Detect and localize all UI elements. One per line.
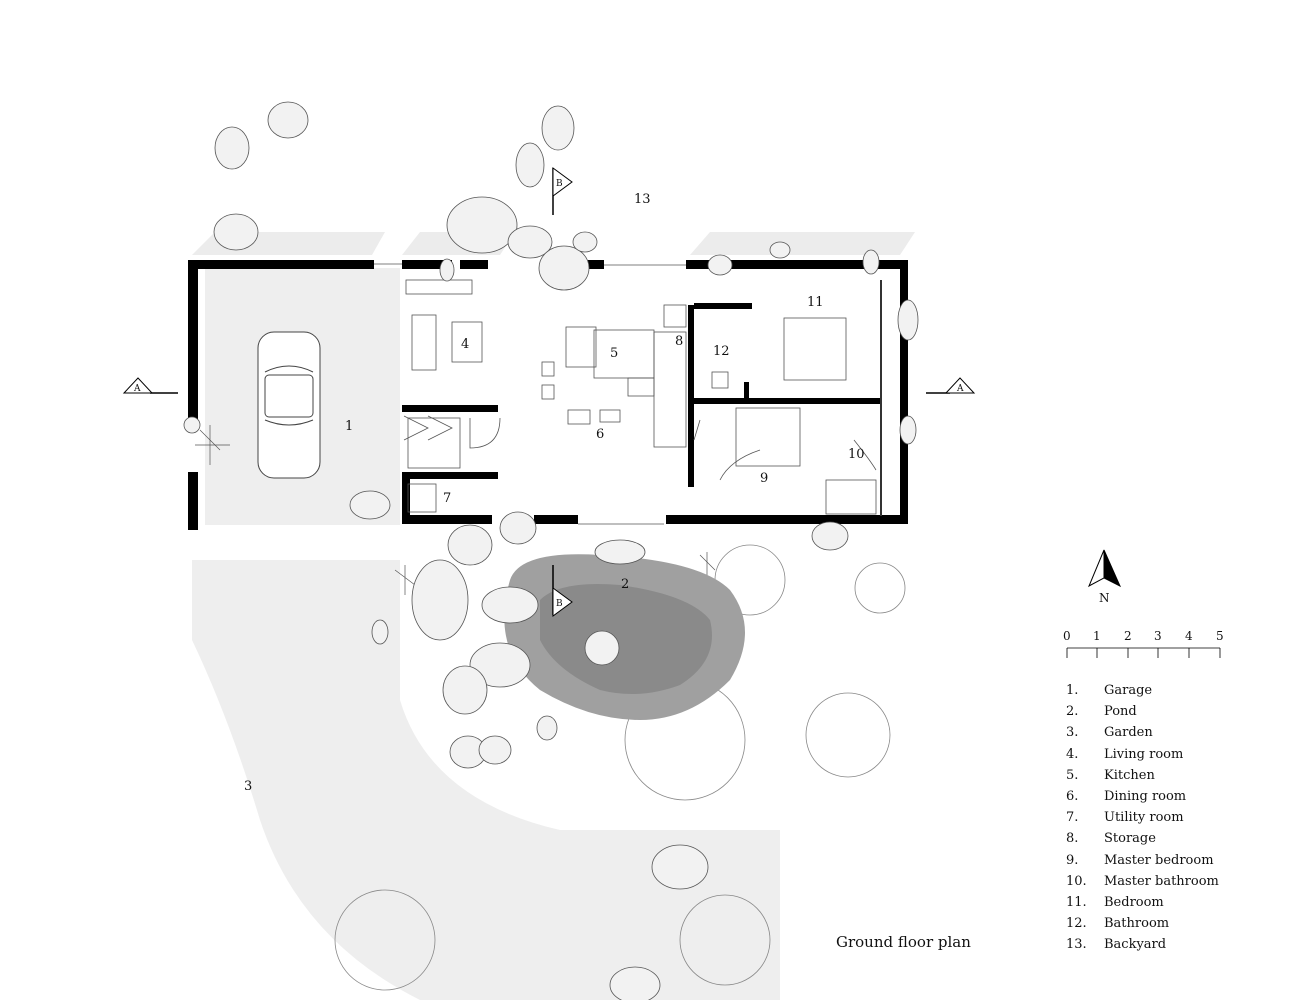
legend-row-2: 2.Pond [1066,704,1137,720]
room-label-1: 1 [345,419,353,434]
legend-row-1: 1.Garage [1066,683,1153,699]
legend-name: Kitchen [1104,767,1155,783]
pond [504,554,745,720]
legend-row-12: 12.Bathroom [1066,916,1170,932]
legend-name: Garden [1104,725,1153,741]
legend-row-11: 11.Bedroom [1066,894,1164,910]
room-legend: 1.Garage 2.Pond 3.Garden 4.Living room 5… [1066,680,1219,955]
room-labels: 1 2 3 4 5 6 7 8 9 10 11 12 13 [244,192,865,794]
legend-row-4: 4.Living room [1066,746,1184,762]
legend-name: Master bathroom [1104,873,1219,889]
drawing-title: Ground floor plan [836,933,971,951]
scale-label-5: 5 [1216,629,1224,643]
legend-row-6: 6.Dining room [1066,789,1187,805]
section-marker-b-top: B [552,167,573,215]
room-label-10: 10 [848,447,865,462]
north-label: N [1099,591,1110,605]
interior-furniture [374,263,877,525]
section-marker-a-right-label: A [956,384,964,394]
section-marker-a-left: A [122,377,178,394]
legend-row-8: 8.Storage [1066,831,1156,847]
legend-name: Dining room [1104,789,1187,805]
room-label-5: 5 [610,346,618,361]
legend-name: Storage [1104,831,1156,847]
north-arrow: N [1088,549,1122,605]
section-marker-a-right: A [926,377,976,394]
legend-row-3: 3.Garden [1066,725,1153,741]
legend-row-7: 7.Utility room [1066,810,1184,826]
building-floor [402,268,908,523]
room-label-8: 8 [675,334,683,349]
section-marker-b-top-label: B [556,179,563,189]
room-label-12: 12 [713,344,730,359]
legend-name: Utility room [1104,810,1184,826]
room-label-7: 7 [443,491,451,506]
legend-row-10: 10.Master bathroom [1066,873,1219,889]
scale-label-2: 2 [1124,629,1132,643]
north-arrow-right-icon [1103,549,1122,588]
room-label-3: 3 [244,779,252,794]
car [257,331,321,479]
legend-name: Pond [1104,704,1137,720]
scale-label-3: 3 [1154,629,1162,643]
legend-row-9: 9.Master bedroom [1066,852,1214,868]
room-label-13: 13 [634,192,651,207]
building-walls [188,260,908,530]
legend-name: Bathroom [1104,916,1170,932]
legend-row-13: 13.Backyard [1066,937,1167,953]
boulders [183,101,919,1000]
scale-label-4: 4 [1185,629,1193,643]
legend-name: Bedroom [1104,894,1164,910]
legend-name: Master bedroom [1104,852,1214,868]
scale-bar: 0 1 2 3 4 5 [1063,629,1224,658]
legend-name: Garage [1104,683,1153,699]
room-label-4: 4 [461,337,469,352]
room-label-2: 2 [621,577,629,592]
room-label-11: 11 [807,295,824,310]
shrubs [195,425,716,595]
section-marker-b-bottom-label: B [556,599,563,609]
north-arrow-left-icon [1088,549,1105,588]
legend-name: Living room [1104,746,1184,762]
scale-label-0: 0 [1063,629,1071,643]
section-marker-b-bottom: B [552,565,573,617]
scale-label-1: 1 [1093,629,1101,643]
room-label-9: 9 [760,471,768,486]
room-label-6: 6 [596,427,604,442]
legend-row-5: 5.Kitchen [1066,767,1155,783]
section-marker-a-left-label: A [133,384,141,394]
legend-name: Backyard [1104,937,1167,953]
